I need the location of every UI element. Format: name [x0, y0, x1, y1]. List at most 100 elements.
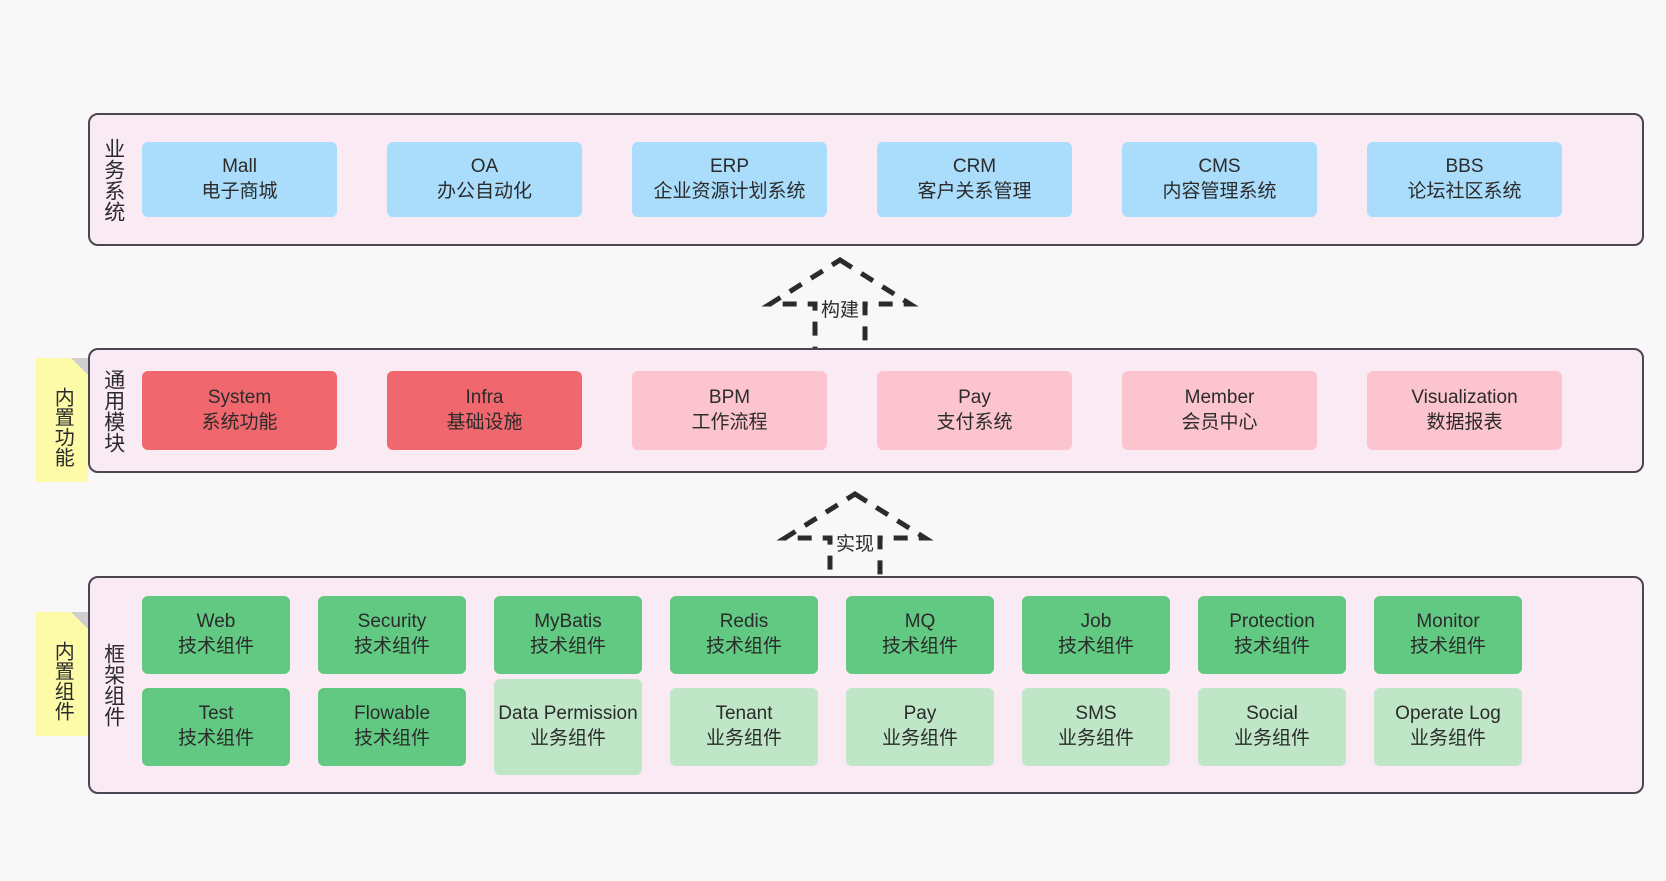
sticky-note-label: 内置组件: [51, 641, 74, 721]
card-subtitle: 技术组件: [353, 727, 430, 749]
card-title: System: [207, 387, 272, 409]
card-web[interactable]: Web 技术组件: [142, 595, 290, 674]
card-subtitle: 客户关系管理: [917, 180, 1032, 202]
card-title: Social: [1246, 703, 1298, 725]
card-subtitle: 论坛社区系统: [1407, 180, 1522, 202]
sticky-note-builtin-function: 内置功能: [36, 358, 88, 482]
card-erp[interactable]: ERP 企业资源计划系统: [632, 142, 827, 217]
card-subtitle: 技术组件: [177, 727, 254, 749]
card-title: Mall: [222, 156, 257, 178]
card-bbs[interactable]: BBS 论坛社区系统: [1367, 142, 1562, 217]
card-title: MQ: [904, 611, 936, 633]
card-subtitle: 办公自动化: [436, 180, 532, 202]
card-pay-component[interactable]: Pay 业务组件: [846, 687, 994, 766]
card-job[interactable]: Job 技术组件: [1022, 595, 1170, 674]
card-title: Member: [1184, 387, 1255, 409]
card-mybatis[interactable]: MyBatis 技术组件: [494, 595, 642, 674]
card-subtitle: 技术组件: [881, 635, 958, 657]
card-title: SMS: [1075, 703, 1117, 725]
card-flowable[interactable]: Flowable 技术组件: [318, 687, 466, 766]
card-title: Protection: [1229, 611, 1315, 633]
card-sms[interactable]: SMS 业务组件: [1022, 687, 1170, 766]
card-subtitle: 内容管理系统: [1162, 180, 1277, 202]
card-subtitle: 业务组件: [1057, 727, 1134, 749]
card-title: MyBatis: [534, 611, 602, 633]
card-subtitle: 系统功能: [201, 411, 278, 433]
card-title: Test: [198, 703, 234, 725]
card-subtitle: 会员中心: [1181, 411, 1258, 433]
card-test[interactable]: Test 技术组件: [142, 687, 290, 766]
card-protection[interactable]: Protection 技术组件: [1198, 595, 1346, 674]
card-data-permission[interactable]: Data Permission 业务组件: [494, 678, 642, 775]
card-subtitle: 技术组件: [1057, 635, 1134, 657]
card-subtitle: 技术组件: [353, 635, 430, 657]
card-title: Web: [196, 611, 236, 633]
card-subtitle: 业务组件: [1233, 727, 1310, 749]
card-title: Visualization: [1411, 387, 1518, 409]
framework-row-tech: Web 技术组件 Security 技术组件 MyBatis 技术组件 Redi…: [142, 595, 1632, 674]
layer-body-common-modules: System 系统功能 Infra 基础设施 BPM 工作流程 Pay 支付系统…: [136, 350, 1642, 471]
card-bpm[interactable]: BPM 工作流程: [632, 371, 827, 450]
layer-label-business-systems: 业务系统: [101, 137, 125, 222]
card-security[interactable]: Security 技术组件: [318, 595, 466, 674]
card-subtitle: 企业资源计划系统: [653, 180, 806, 202]
card-redis[interactable]: Redis 技术组件: [670, 595, 818, 674]
layer-label-framework-components: 框架组件: [101, 643, 125, 727]
card-cms[interactable]: CMS 内容管理系统: [1122, 142, 1317, 217]
card-social[interactable]: Social 业务组件: [1198, 687, 1346, 766]
card-operate-log[interactable]: Operate Log 业务组件: [1374, 687, 1522, 766]
card-subtitle: 技术组件: [1233, 635, 1310, 657]
card-subtitle: 技术组件: [529, 635, 606, 657]
card-title: Security: [357, 611, 427, 633]
connector-implement-label: 实现: [832, 529, 878, 556]
card-visualization[interactable]: Visualization 数据报表: [1367, 371, 1562, 450]
card-title: Monitor: [1416, 611, 1480, 633]
layer-label-common-modules: 通用模块: [101, 368, 125, 453]
card-title: OA: [470, 156, 499, 178]
layer-common-modules: 通用模块 System 系统功能 Infra 基础设施 BPM 工作流程 Pay…: [88, 348, 1644, 473]
sticky-note-builtin-component: 内置组件: [36, 612, 88, 736]
card-crm[interactable]: CRM 客户关系管理: [877, 142, 1072, 217]
card-infra[interactable]: Infra 基础设施: [387, 371, 582, 450]
card-tenant[interactable]: Tenant 业务组件: [670, 687, 818, 766]
card-monitor[interactable]: Monitor 技术组件: [1374, 595, 1522, 674]
layer-framework-components: 框架组件 Web 技术组件 Security 技术组件 MyBatis 技术组件…: [88, 576, 1644, 794]
card-subtitle: 业务组件: [881, 727, 958, 749]
card-system[interactable]: System 系统功能: [142, 371, 337, 450]
card-subtitle: 数据报表: [1426, 411, 1503, 433]
card-title: Infra: [465, 387, 504, 409]
card-mall[interactable]: Mall 电子商城: [142, 142, 337, 217]
layer-business-systems: 业务系统 Mall 电子商城 OA 办公自动化 ERP 企业资源计划系统 CRM…: [88, 113, 1644, 246]
layer-body-framework-components: Web 技术组件 Security 技术组件 MyBatis 技术组件 Redi…: [136, 578, 1642, 792]
card-title: BPM: [708, 387, 751, 409]
sticky-note-label: 内置功能: [51, 387, 74, 467]
card-member[interactable]: Member 会员中心: [1122, 371, 1317, 450]
connector-build-label: 构建: [817, 295, 863, 322]
card-title: Tenant: [715, 703, 773, 725]
card-title: CMS: [1198, 156, 1241, 178]
card-subtitle: 技术组件: [705, 635, 782, 657]
card-subtitle: 业务组件: [705, 727, 782, 749]
card-title: CRM: [952, 156, 997, 178]
card-oa[interactable]: OA 办公自动化: [387, 142, 582, 217]
card-mq[interactable]: MQ 技术组件: [846, 595, 994, 674]
card-subtitle: 支付系统: [936, 411, 1013, 433]
card-title: Flowable: [353, 703, 431, 725]
framework-row-business: Test 技术组件 Flowable 技术组件 Data Permission …: [142, 678, 1632, 775]
card-pay-module[interactable]: Pay 支付系统: [877, 371, 1072, 450]
card-subtitle: 业务组件: [1409, 727, 1486, 749]
card-subtitle: 技术组件: [177, 635, 254, 657]
card-title: Job: [1080, 611, 1112, 633]
card-subtitle: 工作流程: [691, 411, 768, 433]
card-subtitle: 电子商城: [201, 180, 278, 202]
layer-body-business-systems: Mall 电子商城 OA 办公自动化 ERP 企业资源计划系统 CRM 客户关系…: [136, 115, 1642, 244]
connector-build: 构建: [760, 257, 920, 359]
card-subtitle: 基础设施: [446, 411, 523, 433]
card-title: BBS: [1445, 156, 1484, 178]
card-title: Redis: [719, 611, 769, 633]
card-title: Pay: [958, 387, 991, 409]
card-title: Operate Log: [1395, 703, 1501, 725]
card-subtitle: 业务组件: [529, 727, 606, 749]
card-title: Pay: [903, 703, 937, 725]
